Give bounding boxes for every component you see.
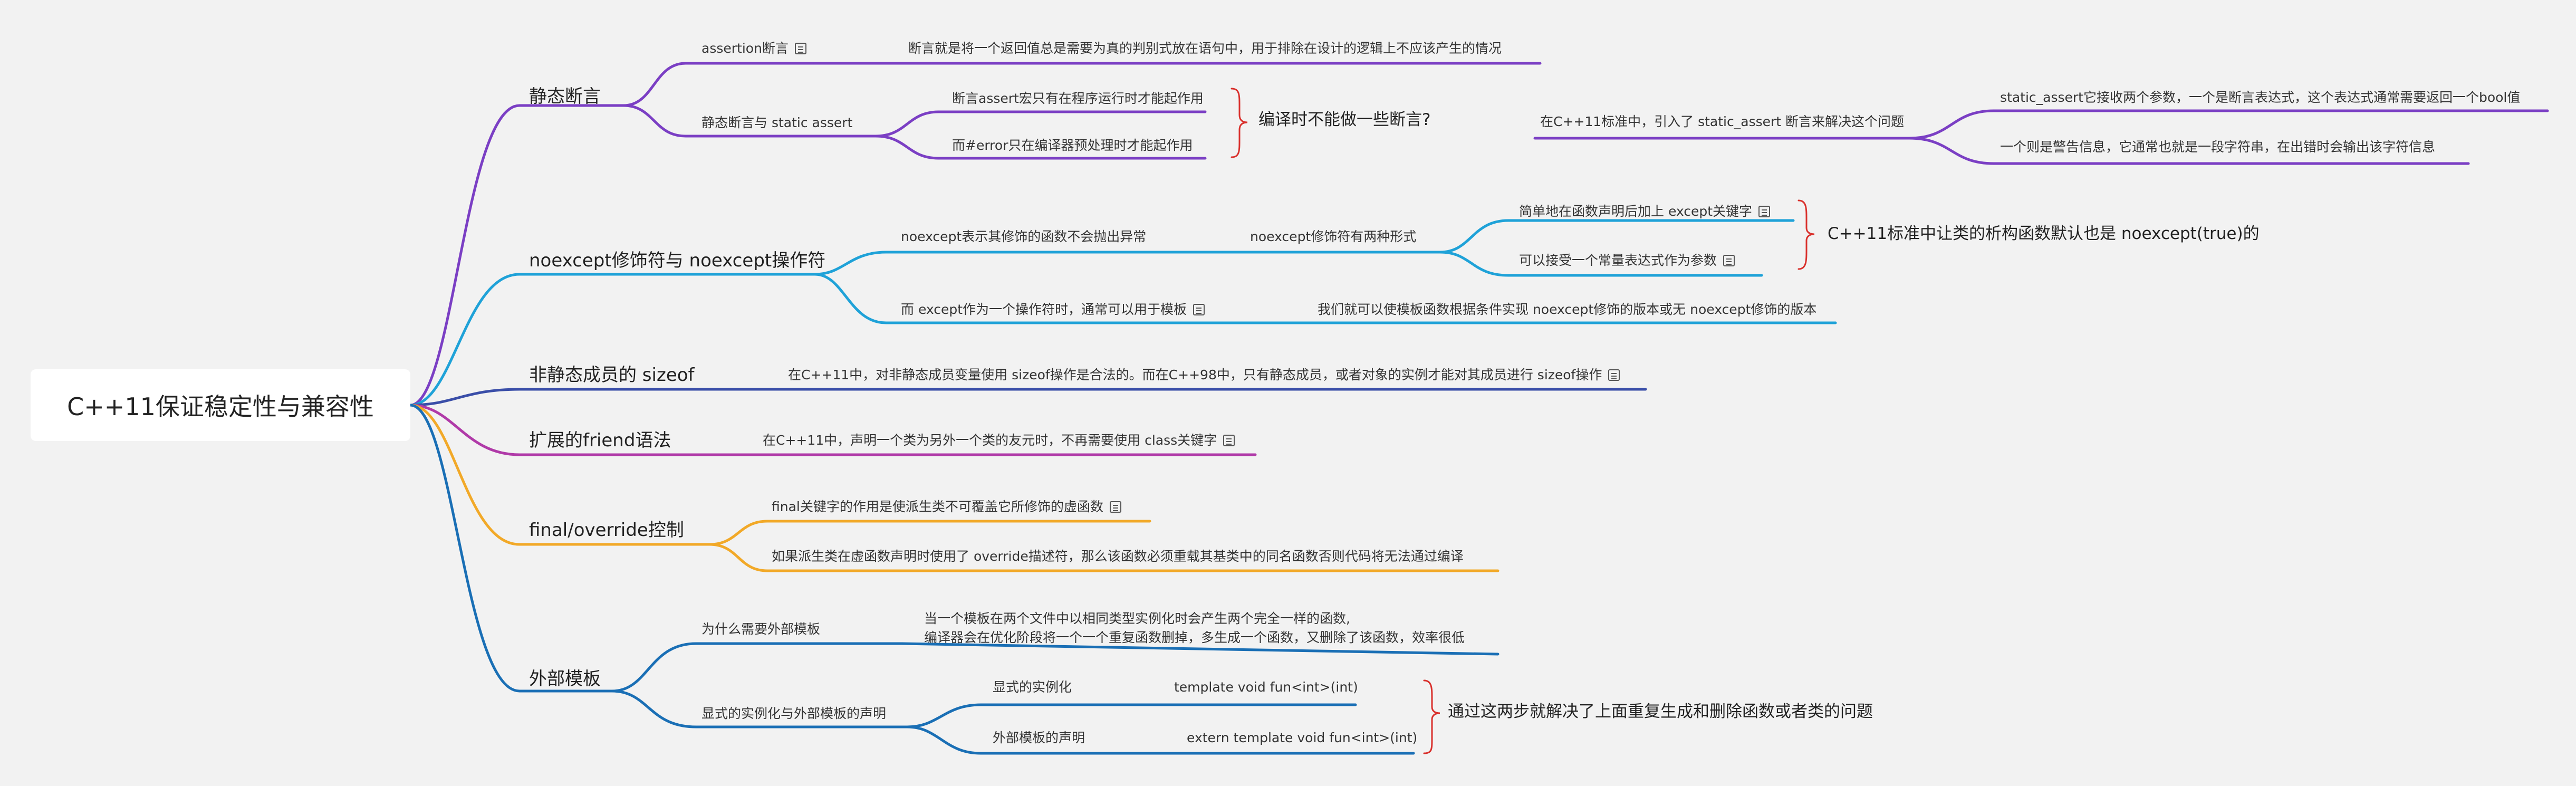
node-noexcept-b2[interactable]: 而 except作为一个操作符时，通常可以用于模板 [901,303,1205,316]
note-icon[interactable] [794,43,806,54]
branch-extern-lines [409,404,1500,755]
branch-final-lines [409,404,1500,572]
node-extern[interactable]: 外部模板 [529,668,601,689]
node-static-assert[interactable]: 静态断言 [529,86,601,107]
brace-note-extern[interactable]: 通过这两步就解决了上面重复生成和删除函数或者类的问题 [1448,702,1873,721]
node-extern-why[interactable]: 为什么需要外部模板 [701,621,821,637]
branch-sizeof-lines [409,388,1647,407]
note-icon[interactable] [1109,501,1121,513]
node-noexcept-form1[interactable]: 简单地在函数声明后加上 except关键字 [1519,204,1771,219]
node-noexcept-b2-child[interactable]: 我们就可以使模板函数根据条件实现 noexcept修饰的版本或无 noexcep… [1318,302,1817,317]
node-noexcept-forms[interactable]: noexcept修饰符有两种形式 [1250,229,1417,244]
root-label: C++11保证稳定性与兼容性 [67,392,374,421]
branch-static-assert-lines [409,62,2549,407]
node-assertion-label: assertion断言 [701,41,789,56]
node-extern-explicit[interactable]: 显式的实例化与外部模板的声明 [701,706,887,721]
note-icon[interactable] [1193,304,1205,315]
node-extern-decl[interactable]: 外部模板的声明 [993,730,1085,745]
node-extern-inst-code[interactable]: template void fun<int>(int) [1174,679,1358,695]
node-final[interactable]: final/override控制 [529,520,684,541]
node-sa-item1[interactable]: 断言assert宏只有在程序运行时才能起作用 [952,91,1204,106]
note-icon[interactable] [1758,206,1771,217]
branch-friend-lines [409,404,1257,456]
node-final-b1[interactable]: final关键字的作用是使派生类不可覆盖它所修饰的虚函数 [772,500,1121,513]
node-noexcept[interactable]: noexcept修饰符与 noexcept操作符 [529,250,826,271]
node-noexcept-form1-label: 简单地在函数声明后加上 except关键字 [1519,204,1753,219]
node-extern-decl-code[interactable]: extern template void fun<int>(int) [1187,730,1418,745]
node-sa-detail2[interactable]: 一个则是警告信息，它通常也就是一段字符串，在出错时会输出该字符信息 [2000,139,2436,155]
node-noexcept-b1[interactable]: noexcept表示其修饰的函数不会抛出异常 [901,229,1147,244]
branch-noexcept-lines [409,219,1837,407]
node-sizeof-desc[interactable]: 在C++11中，对非静态成员变量使用 sizeof操作是合法的。而在C++98中… [788,368,1620,381]
node-sa-item2[interactable]: 而#error只在编译器预处理时才能起作用 [952,138,1193,153]
node-extern-why-line1[interactable]: 当一个模板在两个文件中以相同类型实例化时会产生两个完全一样的函数, [924,611,1350,626]
node-static-assert-sa[interactable]: 静态断言与 static assert [701,115,853,130]
node-sa-answer[interactable]: 在C++11标准中，引入了 static_assert 断言来解决这个问题 [1540,114,1905,129]
node-assertion[interactable]: assertion断言 [701,42,806,55]
note-icon[interactable] [1223,435,1235,446]
node-extern-inst[interactable]: 显式的实例化 [993,679,1072,695]
brace-noexcept [1798,199,1815,270]
node-sizeof[interactable]: 非静态成员的 sizeof [529,365,695,386]
node-final-b2[interactable]: 如果派生类在虚函数声明时使用了 override描述符，那么该函数必须重载其基类… [772,549,1464,564]
node-friend-desc[interactable]: 在C++11中，声明一个类为另外一个类的友元时，不再需要使用 class关键字 [763,434,1235,447]
brace-extern [1423,679,1440,754]
brace-compile-time [1231,88,1248,158]
node-extern-why-line2[interactable]: 编译器会在优化阶段将一个一个重复函数删掉，多生成一个函数，又删除了该函数，效率很… [924,630,1465,645]
node-sa-detail1[interactable]: static_assert它接收两个参数，一个是断言表达式，这个表达式通常需要返… [2000,90,2521,105]
note-icon[interactable] [1608,369,1620,381]
braces [1231,88,1815,754]
node-noexcept-b2-label: 而 except作为一个操作符时，通常可以用于模板 [901,302,1187,317]
root-node[interactable]: C++11保证稳定性与兼容性 [31,369,410,441]
note-icon[interactable] [1723,255,1735,266]
node-noexcept-form2[interactable]: 可以接受一个常量表达式作为参数 [1519,254,1735,267]
brace-note-compile-time[interactable]: 编译时不能做一些断言? [1258,110,1431,129]
node-assertion-desc[interactable]: 断言就是将一个返回值总是需要为真的判别式放在语句中，用于排除在设计的逻辑上不应该… [908,41,1502,56]
node-friend-desc-label: 在C++11中，声明一个类为另外一个类的友元时，不再需要使用 class关键字 [763,433,1217,448]
node-sizeof-desc-label: 在C++11中，对非静态成员变量使用 sizeof操作是合法的。而在C++98中… [788,367,1602,382]
brace-note-noexcept[interactable]: C++11标准中让类的析构函数默认也是 noexcept(true)的 [1828,224,2260,243]
node-final-b1-label: final关键字的作用是使派生类不可覆盖它所修饰的虚函数 [772,499,1103,514]
node-friend[interactable]: 扩展的friend语法 [529,430,671,451]
node-noexcept-form2-label: 可以接受一个常量表达式作为参数 [1519,253,1717,268]
